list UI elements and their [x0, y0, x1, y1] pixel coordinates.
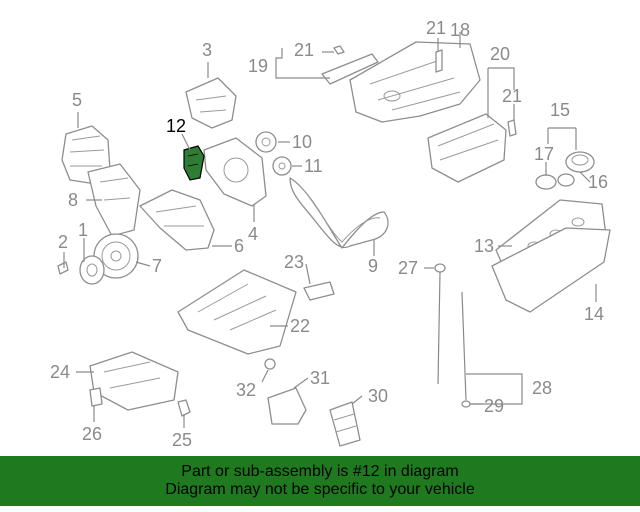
part-6-cover[interactable]	[139, 189, 215, 251]
leader-lines	[63, 32, 597, 428]
part-4-cover[interactable]	[203, 137, 267, 207]
callout-18[interactable]: 18	[450, 20, 470, 40]
callout-labels: 5 3 12 8 1 2 7 6 4 10 11 9 19 21 21 18 2…	[50, 18, 608, 450]
callout-22[interactable]: 22	[290, 316, 310, 336]
callout-11[interactable]: 11	[304, 156, 323, 176]
part-21-bolt-b[interactable]	[333, 45, 345, 55]
callout-29[interactable]: 29	[484, 396, 504, 416]
part-31-housing[interactable]	[267, 387, 307, 425]
callout-21-c[interactable]: 21	[502, 86, 522, 106]
callout-17[interactable]: 17	[534, 144, 554, 164]
part-16-oil-cap[interactable]	[565, 151, 595, 173]
part-27-dipstick[interactable]	[434, 263, 446, 385]
callout-14[interactable]: 14	[584, 304, 604, 324]
callout-6[interactable]: 6	[234, 236, 244, 256]
part-32-sensor[interactable]	[264, 358, 276, 370]
part-25-fitting[interactable]	[177, 399, 191, 417]
part-28-tube[interactable]	[461, 291, 467, 401]
callout-30[interactable]: 30	[368, 386, 388, 406]
callout-1[interactable]: 1	[78, 220, 88, 240]
part-29-seal[interactable]	[461, 400, 471, 408]
diagram-notice-banner: Part or sub-assembly is #12 in diagram D…	[0, 456, 640, 506]
part-17-seal[interactable]	[535, 173, 575, 190]
part-3-cover[interactable]	[185, 77, 237, 129]
part-7-pulley[interactable]	[93, 233, 139, 279]
callout-27[interactable]: 27	[398, 258, 418, 278]
callout-9[interactable]: 9	[368, 256, 378, 276]
callout-21-b[interactable]: 21	[294, 40, 314, 60]
part-14-gasket[interactable]	[491, 227, 611, 313]
callout-3[interactable]: 3	[202, 40, 212, 60]
part-10-pulley[interactable]	[255, 131, 277, 153]
callout-23[interactable]: 24	[50, 362, 70, 382]
part-21-bolt-a[interactable]	[435, 49, 443, 73]
part-9-belt[interactable]	[289, 177, 389, 249]
part-18-intake-cover[interactable]	[349, 41, 481, 123]
part-22-oil-pan[interactable]	[177, 269, 297, 355]
part-1-crank-gear[interactable]	[79, 255, 105, 285]
callout-4[interactable]: 4	[248, 224, 258, 244]
part-30-oil-filter[interactable]	[329, 401, 361, 447]
callout-5[interactable]: 5	[72, 90, 82, 110]
callout-32[interactable]: 32	[236, 380, 256, 400]
callout-19[interactable]: 19	[248, 56, 268, 76]
part-12-highlighted[interactable]	[183, 145, 205, 181]
part-2-bolt[interactable]	[57, 261, 69, 275]
engine-parts-diagram: 5 3 12 8 1 2 7 6 4 10 11 9 19 21 21 18 2…	[50, 18, 611, 450]
callout-31[interactable]: 31	[310, 368, 330, 388]
callout-7[interactable]: 7	[152, 256, 162, 276]
callout-15[interactable]: 15	[550, 100, 570, 120]
callout-2[interactable]: 2	[58, 232, 68, 252]
part-21-bolt-c[interactable]	[507, 119, 517, 137]
part-26-fitting[interactable]	[89, 387, 103, 407]
part-24-plate[interactable]	[303, 281, 335, 301]
callout-28[interactable]: 28	[532, 378, 552, 398]
part-20-head-cover[interactable]	[427, 113, 507, 183]
banner-line-2: Diagram may not be specific to your vehi…	[165, 481, 475, 498]
callout-10[interactable]: 10	[292, 132, 312, 152]
callout-21-a[interactable]: 21	[426, 18, 446, 38]
part-11-tensioner[interactable]	[272, 156, 292, 176]
callout-26[interactable]: 26	[82, 424, 102, 444]
banner-line-1: Part or sub-assembly is #12 in diagram	[181, 463, 459, 480]
callout-25[interactable]: 25	[172, 430, 192, 450]
callout-8[interactable]: 8	[68, 190, 78, 210]
callout-20[interactable]: 20	[490, 44, 510, 64]
callout-13[interactable]: 13	[474, 236, 494, 256]
callout-24[interactable]: 23	[284, 252, 304, 272]
part-19-cover-strip[interactable]	[321, 53, 379, 85]
part-23-lower-pan[interactable]	[89, 351, 179, 411]
callout-16[interactable]: 16	[588, 172, 608, 192]
callout-12[interactable]: 12	[166, 116, 186, 136]
part-8-cover[interactable]	[87, 163, 141, 237]
